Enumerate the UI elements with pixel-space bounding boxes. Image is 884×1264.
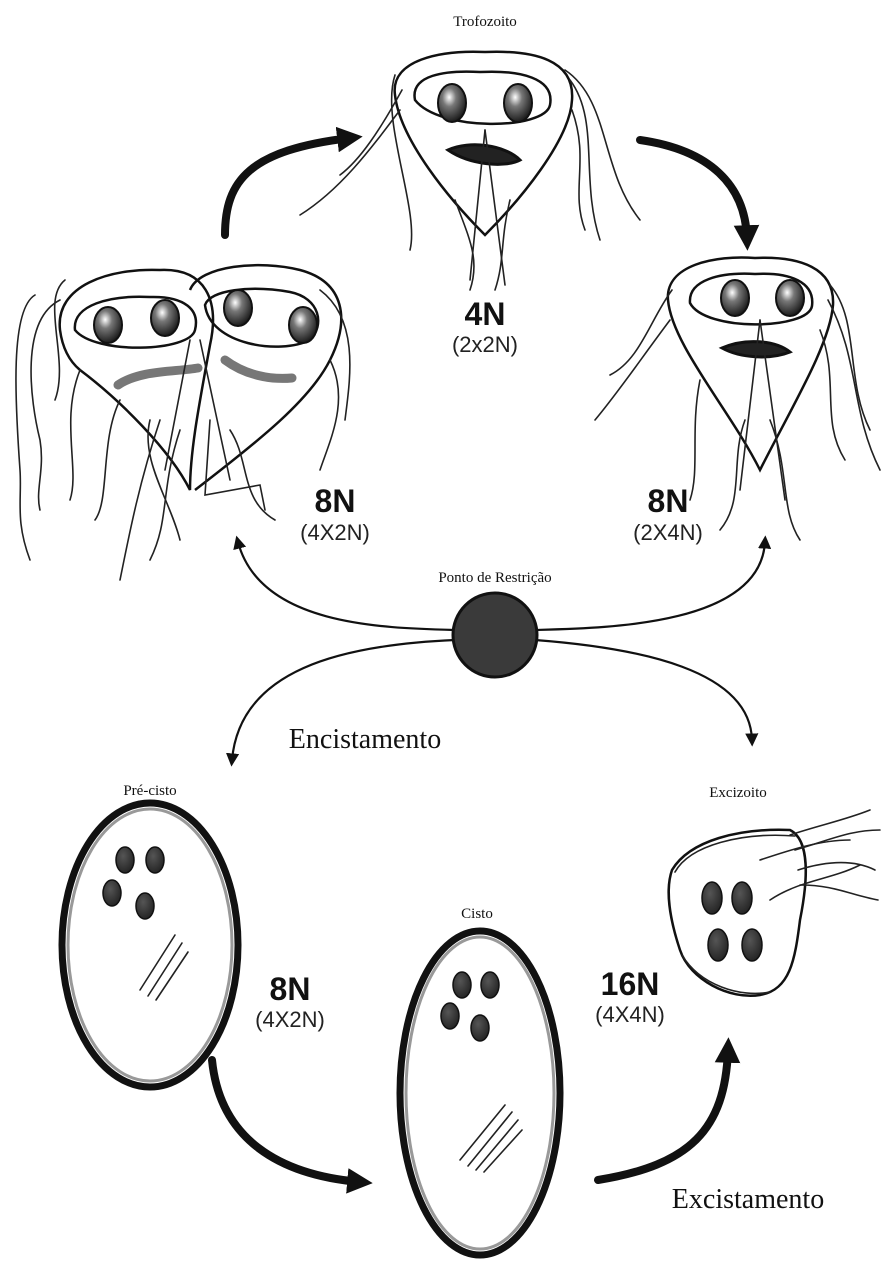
trophozoite-ploidy: 4N [465, 296, 506, 332]
excyzoite-label: Excizoito [709, 785, 766, 801]
nucleus-icon [453, 972, 471, 998]
nucleus-icon [742, 929, 762, 961]
pre-cyst-label: Pré-cisto [123, 783, 176, 799]
cyst-label: Cisto [461, 906, 493, 922]
nucleus-icon [438, 84, 466, 122]
nucleus-icon [481, 972, 499, 998]
nucleus-icon [289, 307, 317, 343]
excystation-label: Excistamento [672, 1184, 824, 1215]
nucleus-icon [441, 1003, 459, 1029]
nucleus-icon [136, 893, 154, 919]
nucleus-icon [151, 300, 179, 336]
restriction-point-label: Ponto de Restrição [438, 570, 551, 586]
nucleus-icon [702, 882, 722, 914]
nucleus-icon [116, 847, 134, 873]
encystation-label: Encistamento [289, 724, 441, 755]
trofozoito-label: Trofozoito [453, 14, 517, 30]
arrow-to-trophozoite [225, 138, 350, 235]
dividing-ploidy-detail: (4X2N) [300, 520, 370, 545]
arrow-to-excyzoite [598, 1050, 728, 1180]
trophozoite-ploidy-detail: (2x2N) [452, 332, 518, 357]
arrow-to-division [238, 542, 455, 630]
cyst-ploidy: 16N [601, 966, 660, 1002]
arrow-to-excystation [535, 640, 752, 740]
pre-cyst-ploidy-detail: (4X2N) [255, 1007, 325, 1032]
arrow-to-replication [535, 542, 765, 630]
arrow-to-replicated [640, 140, 747, 238]
dividing-ploidy: 8N [315, 483, 356, 519]
excyzoite-cell [669, 810, 880, 996]
cyst-ploidy-detail: (4X4N) [595, 1002, 665, 1027]
nucleus-icon [708, 929, 728, 961]
nucleus-icon [94, 307, 122, 343]
nucleus-icon [146, 847, 164, 873]
arrow-to-cyst [212, 1060, 360, 1182]
restriction-point-icon [453, 593, 537, 677]
replicated-ploidy-detail: (2X4N) [633, 520, 703, 545]
nucleus-icon [504, 84, 532, 122]
pre-cyst-cell [62, 803, 238, 1087]
nucleus-icon [103, 880, 121, 906]
trophozoite-cell [300, 52, 640, 290]
replicated-trophozoite-cell [595, 257, 880, 540]
pre-cyst-ploidy: 8N [270, 971, 311, 1007]
nucleus-icon [776, 280, 804, 316]
nucleus-icon [721, 280, 749, 316]
replicated-ploidy: 8N [648, 483, 689, 519]
nucleus-icon [471, 1015, 489, 1041]
nucleus-icon [732, 882, 752, 914]
nucleus-icon [224, 290, 252, 326]
cyst-cell [400, 931, 560, 1255]
